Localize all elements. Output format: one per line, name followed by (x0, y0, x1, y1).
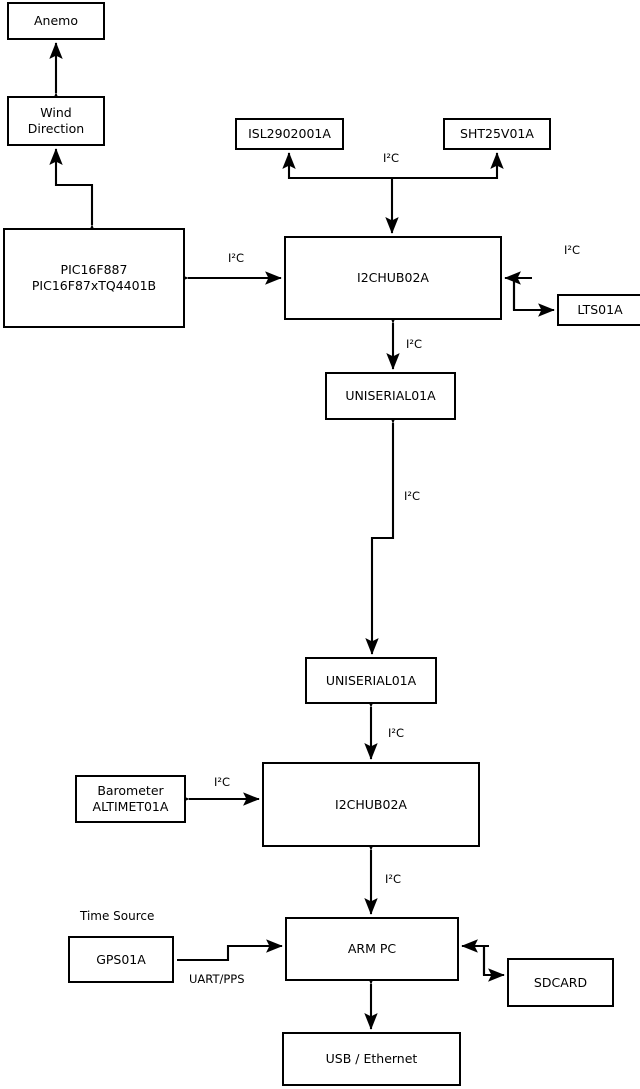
node-usb-ethernet[interactable]: USB / Ethernet (282, 1032, 461, 1086)
edge-label-i2c-uniserial-link: I²C (404, 489, 421, 503)
node-i2chub02a-top-label: I2CHUB02A (357, 270, 429, 286)
node-isl2902001a-label: ISL2902001A (248, 126, 331, 142)
edge-label-i2c-barometer-hub: I²C (214, 775, 231, 789)
node-wind-direction-label: Wind Direction (27, 105, 85, 136)
node-uniserial01a-lower-label: UNISERIAL01A (325, 672, 417, 688)
node-isl2902001a[interactable]: ISL2902001A (235, 118, 344, 150)
node-uniserial01a-lower[interactable]: UNISERIAL01A (305, 657, 437, 704)
node-wind-direction[interactable]: Wind Direction (7, 96, 105, 146)
node-lts01a-label: LTS01A (577, 302, 623, 318)
edge-label-uart-pps: UART/PPS (189, 972, 245, 986)
wire-uniup-unilo (365, 407, 400, 655)
node-anemo[interactable]: Anemo (7, 2, 105, 40)
wire-armpc-sdcard-out (482, 946, 505, 982)
wire-hubtop-lts-out (512, 278, 555, 317)
node-uniserial01a-upper[interactable]: UNISERIAL01A (325, 372, 456, 420)
node-lts01a[interactable]: LTS01A (557, 294, 640, 326)
node-barometer[interactable]: Barometer ALTIMET01A (75, 775, 186, 823)
node-uniserial01a-upper-label: UNISERIAL01A (345, 388, 436, 404)
node-i2chub02a-top[interactable]: I2CHUB02A (284, 236, 502, 320)
label-time-source: Time Source (80, 909, 155, 923)
node-sht25v01a-label: SHT25V01A (460, 126, 534, 142)
node-i2chub02a-bottom[interactable]: I2CHUB02A (262, 762, 480, 847)
node-usb-ethernet-label: USB / Ethernet (325, 1051, 418, 1067)
node-gps01a-label: GPS01A (96, 951, 146, 967)
edge-label-i2c-pic-hub: I²C (228, 251, 245, 265)
node-arm-pc[interactable]: ARM PC (285, 917, 459, 981)
node-arm-pc-label: ARM PC (347, 941, 397, 957)
node-anemo-label: Anemo (34, 13, 78, 29)
node-barometer-label: Barometer ALTIMET01A (92, 783, 169, 814)
edge-label-i2c-hub-arm-pc: I²C (385, 872, 402, 886)
wire-wind-pic (49, 148, 99, 241)
node-sht25v01a[interactable]: SHT25V01A (443, 118, 551, 150)
node-pic-mcu[interactable]: PIC16F887 PIC16F87xTQ4401B (3, 228, 185, 328)
node-sdcard[interactable]: SDCARD (507, 958, 614, 1007)
edge-label-i2c-bus-top: I²C (383, 151, 400, 165)
node-gps01a[interactable]: GPS01A (68, 936, 174, 983)
edge-label-i2c-hub-uniserial: I²C (406, 337, 423, 351)
edge-label-i2c-hub-lts: I²C (564, 243, 581, 257)
wire-bus-sht (392, 152, 504, 180)
node-i2chub02a-bottom-label: I2CHUB02A (335, 796, 407, 812)
node-pic-mcu-label: PIC16F887 PIC16F87xTQ4401B (31, 262, 157, 293)
edge-label-i2c-uniserial-hub-bottom: I²C (388, 726, 405, 740)
node-sdcard-label: SDCARD (533, 974, 588, 990)
wire-bus-isl (282, 152, 392, 180)
wire-gps-armpc (177, 939, 283, 962)
